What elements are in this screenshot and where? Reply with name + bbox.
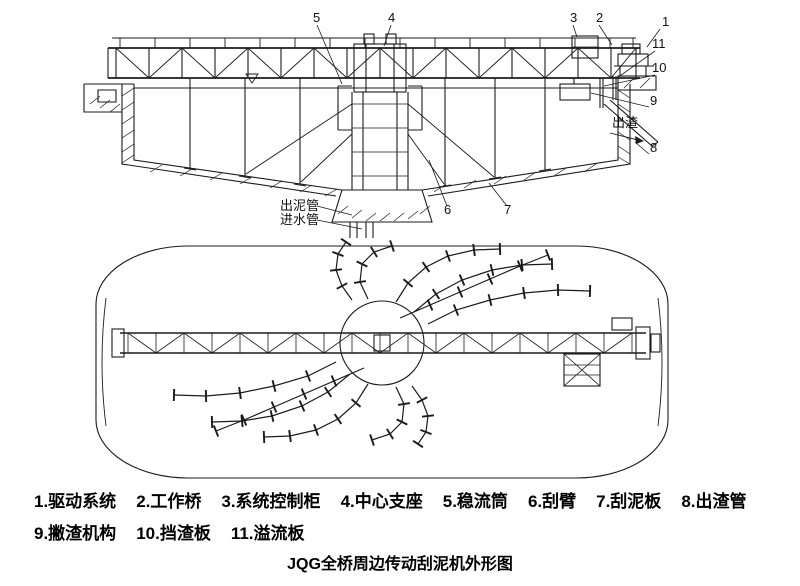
callout-9: 9 <box>650 93 657 108</box>
callout-leader-lines <box>316 24 661 230</box>
scraper-arms-elevation <box>183 78 552 188</box>
legend-row-2: 9.撇渣机构 10.挡渣板 11.溢流板 <box>34 519 747 544</box>
side-view-labels: 5 4 3 2 1 11 10 9 8 6 7 出渣 出泥管 进水管 <box>280 10 669 227</box>
callout-5: 5 <box>313 10 320 25</box>
legend-item-2: 2.工作桥 <box>136 492 202 511</box>
callout-10: 10 <box>652 60 666 75</box>
plan-scraper-arms <box>172 237 592 449</box>
plan-view <box>95 237 669 479</box>
legend-item-8: 8.出渣管 <box>681 492 747 511</box>
plan-arms-upper <box>329 237 592 325</box>
legend-row-1: 1.驱动系统 2.工作桥 3.系统控制柜 4.中心支座 5.稳流筒 6.刮臂 7… <box>34 487 747 512</box>
legend-item-9: 9.撇渣机构 <box>34 524 117 543</box>
technical-drawing: 5 4 3 2 1 11 10 9 8 6 7 出渣 出泥管 进水管 <box>83 10 669 479</box>
callout-4: 4 <box>388 10 395 25</box>
plan-bridge <box>111 317 661 360</box>
callout-1: 1 <box>662 14 669 29</box>
legend-item-3: 3.系统控制柜 <box>221 492 321 511</box>
callout-8: 8 <box>650 140 657 155</box>
legend-item-11: 11.溢流板 <box>230 524 305 543</box>
label-slag-out: 出渣 <box>612 115 638 130</box>
legend-item-4: 4.中心支座 <box>340 492 423 511</box>
drawing-title: JQG全桥周边传动刮泥机外形图 <box>287 556 513 573</box>
callout-2: 2 <box>596 10 603 25</box>
plan-tank-outline <box>95 245 669 479</box>
plan-access-ladder <box>563 353 601 387</box>
plan-arms-lower <box>172 361 435 449</box>
callout-11: 11 <box>652 36 666 51</box>
callout-6: 6 <box>444 202 451 217</box>
side-elevation-view: 5 4 3 2 1 11 10 9 8 6 7 出渣 出泥管 进水管 <box>83 10 669 238</box>
legend-item-1: 1.驱动系统 <box>34 492 117 511</box>
callout-3: 3 <box>570 10 577 25</box>
legend-item-5: 5.稳流筒 <box>442 492 508 511</box>
center-column-and-stilling-well <box>337 33 423 238</box>
legend: 1.驱动系统 2.工作桥 3.系统控制柜 4.中心支座 5.稳流筒 6.刮臂 7… <box>34 487 747 544</box>
callout-7: 7 <box>504 202 511 217</box>
legend-item-10: 10.挡渣板 <box>136 524 211 543</box>
tank-section <box>83 73 657 223</box>
plan-center-support <box>339 300 425 386</box>
legend-item-7: 7.刮泥板 <box>596 492 662 511</box>
label-inlet-pipe: 进水管 <box>280 212 319 227</box>
legend-item-6: 6.刮臂 <box>527 492 577 511</box>
skimmer-and-drive-assembly <box>559 35 659 147</box>
label-sludge-pipe: 出泥管 <box>280 198 319 213</box>
work-bridge-truss <box>107 37 640 79</box>
